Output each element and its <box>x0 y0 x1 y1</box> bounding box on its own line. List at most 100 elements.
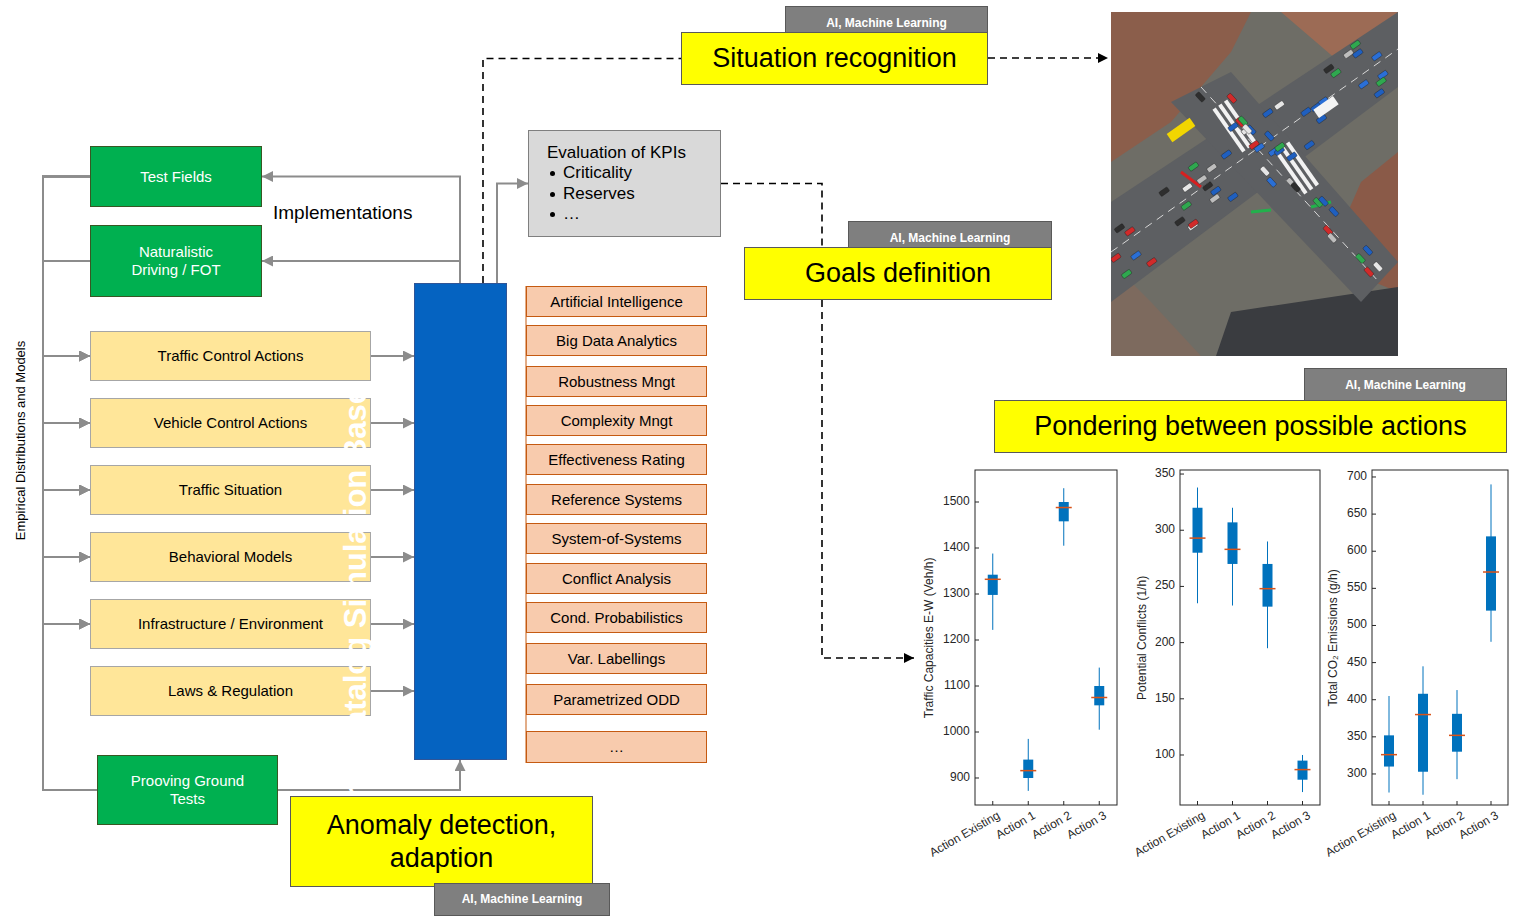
median-line <box>1056 507 1072 509</box>
car <box>1364 267 1374 278</box>
car <box>1182 183 1193 193</box>
category-label: Action 1 <box>994 809 1038 843</box>
cross-road <box>1171 72 1398 302</box>
car <box>1242 124 1252 135</box>
ai-tag: AI, Machine Learning <box>1304 368 1507 402</box>
car <box>1227 93 1237 104</box>
arrow-connector <box>371 690 414 692</box>
box-label: Var. Labellings <box>568 650 665 668</box>
y-tick <box>1180 754 1184 755</box>
y-tick <box>975 640 979 641</box>
arrow-connector <box>371 556 414 558</box>
median-line <box>1020 770 1036 772</box>
x-tick <box>1491 801 1492 805</box>
car <box>1373 261 1383 272</box>
car <box>1121 269 1132 279</box>
car <box>1221 150 1232 160</box>
ai-tag: AI, Machine Learning <box>434 883 610 916</box>
iqr-box <box>1193 508 1203 553</box>
car <box>1343 49 1354 59</box>
input-box: Traffic Situation <box>90 465 371 515</box>
tick-label: 350 <box>1155 467 1175 481</box>
x-tick <box>1302 801 1303 805</box>
method-box: … <box>526 731 707 763</box>
plot-frame <box>975 470 1117 805</box>
box-label: AI, Machine Learning <box>890 231 1011 245</box>
car <box>1210 186 1221 196</box>
x-tick <box>1423 801 1424 805</box>
method-box: Artificial Intelligence <box>526 286 707 317</box>
car <box>1290 182 1300 193</box>
car <box>1274 142 1285 152</box>
car <box>1254 143 1265 153</box>
method-box: Parametrized ODD <box>526 684 707 715</box>
box-label: Big Data Analytics <box>556 332 677 350</box>
car <box>1159 187 1170 197</box>
truck <box>1313 96 1338 118</box>
arrow-connector <box>43 177 90 357</box>
car <box>1264 131 1274 142</box>
callout-box: Anomaly detection, adaption <box>290 796 593 887</box>
box-label: Situation recognition <box>712 42 957 74</box>
car <box>1363 245 1373 256</box>
kpi-box: Evaluation of KPIsCriticalityReserves… <box>528 130 721 237</box>
bullet-dot <box>550 212 555 217</box>
tick-label: 350 <box>1347 730 1367 744</box>
lane-marking <box>1201 87 1379 282</box>
method-box: Robustness Mngt <box>526 366 707 397</box>
arrow-connector <box>43 423 97 790</box>
input-box: Laws & Regulation <box>90 666 371 716</box>
box-label: Infrastructure / Environment <box>138 615 323 633</box>
tick-label: 100 <box>1155 748 1175 762</box>
tick-label: 250 <box>1155 579 1175 593</box>
y-tick <box>1372 662 1376 663</box>
lane-marking <box>1111 49 1398 252</box>
y-tick <box>975 686 979 687</box>
x-tick <box>1063 801 1064 805</box>
car <box>1304 140 1315 150</box>
kpi-item: … <box>547 204 580 224</box>
category-label: Action 1 <box>1198 809 1242 843</box>
tick-label: 1500 <box>943 495 970 509</box>
category-label: Action Existing <box>927 809 1002 860</box>
kpi-item: Criticality <box>547 163 632 183</box>
tick-label: 450 <box>1347 656 1367 670</box>
car <box>1146 257 1157 267</box>
y-tick <box>1372 773 1376 774</box>
x-tick <box>1197 801 1198 805</box>
bus <box>1167 118 1196 142</box>
box-label: Naturalistic Driving / FOT <box>116 243 236 279</box>
tick-label: 650 <box>1347 507 1367 521</box>
car <box>1329 206 1339 217</box>
y-tick <box>1372 514 1376 515</box>
car <box>1188 162 1199 172</box>
car <box>1130 251 1141 261</box>
median-line <box>1449 735 1465 737</box>
car <box>1355 253 1365 264</box>
y-tick <box>1372 588 1376 589</box>
annotation: Implementations <box>273 202 412 224</box>
tick-label: 1300 <box>943 587 970 601</box>
method-box: Effectiveness Rating <box>526 444 707 475</box>
tick-label: 400 <box>1347 693 1367 707</box>
bullet-dot <box>550 192 555 197</box>
median-line <box>985 579 1001 581</box>
arrow-connector <box>43 261 90 356</box>
axis-title: Potential Conflicts (1/h) <box>1136 575 1150 699</box>
method-box: Reference Systems <box>526 484 707 515</box>
x-tick <box>1267 801 1268 805</box>
iqr-box <box>1418 694 1428 772</box>
y-tick <box>1180 586 1184 587</box>
y-tick <box>1180 698 1184 699</box>
iqr-box <box>1228 522 1238 564</box>
callout-box: Situation recognition <box>681 32 988 85</box>
arrow-connector <box>43 261 90 490</box>
arrow-connector <box>43 261 90 423</box>
y-tick <box>975 548 979 549</box>
x-tick <box>1389 801 1390 805</box>
boxplot <box>1372 470 1508 805</box>
iqr-box <box>1059 502 1069 521</box>
tick-label: 500 <box>1347 618 1367 632</box>
box-label: AI, Machine Learning <box>826 16 947 30</box>
car <box>1323 64 1334 74</box>
